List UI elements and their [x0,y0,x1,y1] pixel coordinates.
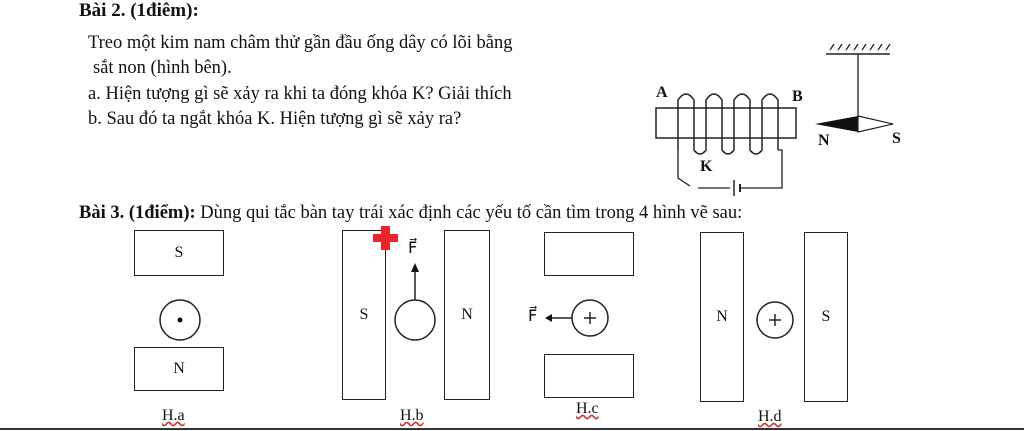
coil-winding [677,93,779,155]
needle-south-half [857,115,894,133]
hb-magnet-left: S [342,230,386,400]
red-cross-horizontal [373,234,398,242]
ha-current-out-dot [177,317,183,323]
hd-magnet-left: N [700,232,744,402]
hc-force-arrowhead [545,314,552,322]
switch-label-k: K [700,158,713,175]
ha-pole-bottom: N [173,360,185,377]
bai2-line2: sắt non (hình bên). [93,58,232,78]
needle-north-half [815,116,858,132]
bai2-line1: Treo một kim nam châm thử gần đầu ống dâ… [88,33,513,53]
bottom-border [0,428,1024,430]
needle-label-n: N [818,132,830,149]
hc-caption: H.c [576,400,599,417]
hb-force-arrowhead [411,263,419,272]
hb-magnet-right: N [444,230,490,400]
hd-caption: H.d [758,408,782,425]
hb-force-label: F⃗ [408,240,418,257]
ha-magnet-top: S [134,230,224,276]
ha-magnet-bottom: N [134,347,224,391]
coil-label-a: A [656,84,668,101]
bai2-title: Bài 2. (1điêm): [79,0,199,21]
hd-magnet-right: S [804,232,848,402]
bai2-question-a: a. Hiện tượng gì sẽ xảy ra khi ta đóng k… [88,84,512,104]
ha-caption: H.a [162,407,185,424]
circuit-wire-left [677,150,691,187]
bai2-question-b: b. Sau đó ta ngắt khóa K. Hiện tượng gì … [88,109,462,129]
hd-pole-right: S [821,308,831,325]
bai3-text: Dùng qui tắc bàn tay trái xác định các y… [200,203,743,223]
hb-pole-right: N [461,306,473,323]
needle-label-s: S [892,130,901,147]
circuit-wire-right [740,149,783,189]
ha-wire-circle [159,299,201,341]
bai3-title: Bài 3. (1điểm): [79,203,196,223]
hd-pole-left: N [716,308,728,325]
hc-magnet-bottom [544,354,634,398]
coil-label-b: B [792,88,803,105]
hb-caption: H.b [400,407,424,424]
iron-core [655,107,797,139]
hc-magnet-top [544,232,634,276]
hb-pole-left: S [359,306,369,323]
hd-wire-circle [756,301,794,339]
hc-force-label: F⃗ [528,308,538,325]
bai3-heading: Bài 3. (1điểm): Dùng qui tắc bàn tay trá… [79,203,742,224]
ha-pole-top: S [174,244,184,261]
ceiling-hatching [829,43,891,51]
